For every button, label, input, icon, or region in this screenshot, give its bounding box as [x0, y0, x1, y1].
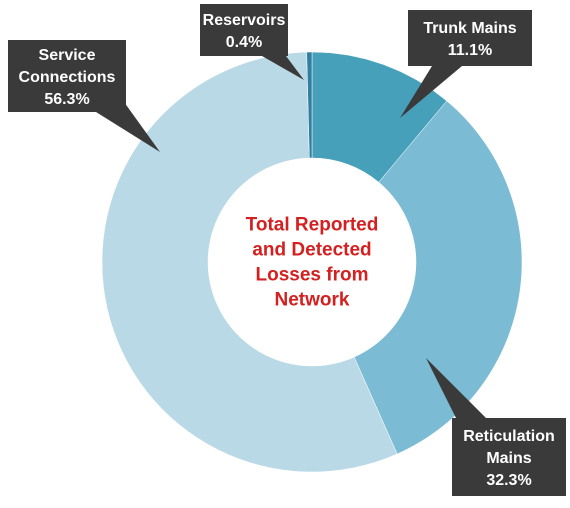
callout-value-label: 32.3% — [486, 472, 531, 489]
center-title-line: and Detected — [252, 240, 371, 261]
callout-reservoirs: Reservoirs 0.4% — [200, 4, 304, 80]
callout-box — [408, 10, 532, 66]
callout-name-label: Mains — [486, 450, 531, 467]
callout-box — [452, 418, 566, 496]
callout-value-label: 11.1% — [448, 42, 492, 59]
slices-layer — [101, 51, 523, 473]
callout-box — [200, 4, 288, 56]
center-title-line: Losses from — [256, 265, 369, 286]
callout-name-label: Connections — [19, 69, 116, 86]
callout-box — [8, 40, 126, 112]
callout-value-label: 0.4% — [226, 34, 262, 51]
callout-name-label: Service — [39, 47, 96, 64]
callout-name-label: Reticulation — [463, 428, 555, 445]
callout-name-label: Trunk Mains — [423, 20, 516, 37]
slice-reticulation-mains — [353, 100, 523, 455]
callout-pointer — [96, 102, 160, 152]
slice-reservoirs — [306, 51, 313, 159]
slice-service-connections — [101, 51, 398, 473]
callout-pointer — [426, 358, 486, 418]
callout-text: Reservoirs 0.4% — [203, 12, 286, 51]
callout-name-label: Reservoirs — [203, 12, 286, 29]
callout-text: Trunk Mains 11.1% — [423, 20, 516, 59]
center-title-line: Network — [275, 290, 350, 311]
callout-pointer — [262, 56, 304, 80]
callout-pointer — [400, 66, 462, 118]
center-title-line: Total Reported — [246, 215, 379, 236]
callout-trunk-mains: Trunk Mains 11.1% — [400, 10, 532, 118]
callout-value-label: 56.3% — [44, 91, 89, 108]
